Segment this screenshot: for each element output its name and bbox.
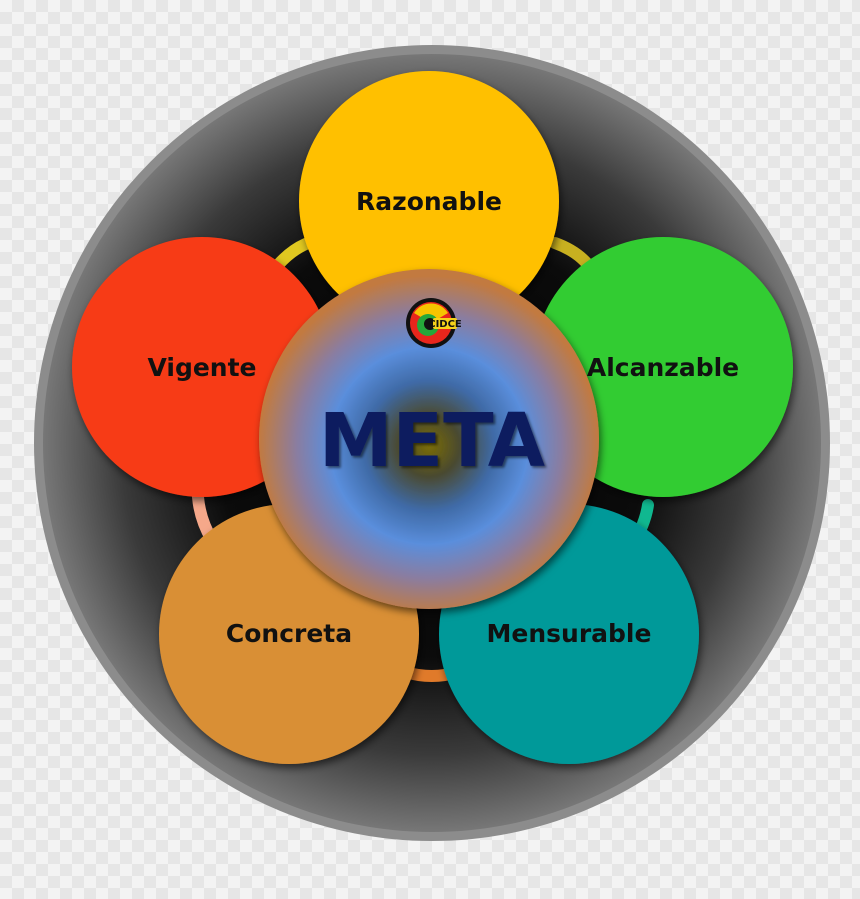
petal-razonable-circle — [299, 71, 559, 331]
petal-mensurable-label: Mensurable — [487, 619, 652, 648]
petal-razonable: Razonable — [299, 71, 559, 331]
petal-concreta-label: Concreta — [226, 619, 352, 648]
meta-center-circle — [259, 269, 599, 609]
meta-center: META CIDCE — [259, 269, 599, 609]
petal-alcanzable-label: Alcanzable — [587, 353, 739, 382]
cidce-logo-text: CIDCE — [428, 319, 462, 330]
meta-label: META — [319, 398, 545, 484]
petal-razonable-label: Razonable — [356, 187, 502, 216]
cidce-logo: CIDCE — [406, 298, 462, 348]
petal-vigente-label: Vigente — [147, 353, 256, 382]
